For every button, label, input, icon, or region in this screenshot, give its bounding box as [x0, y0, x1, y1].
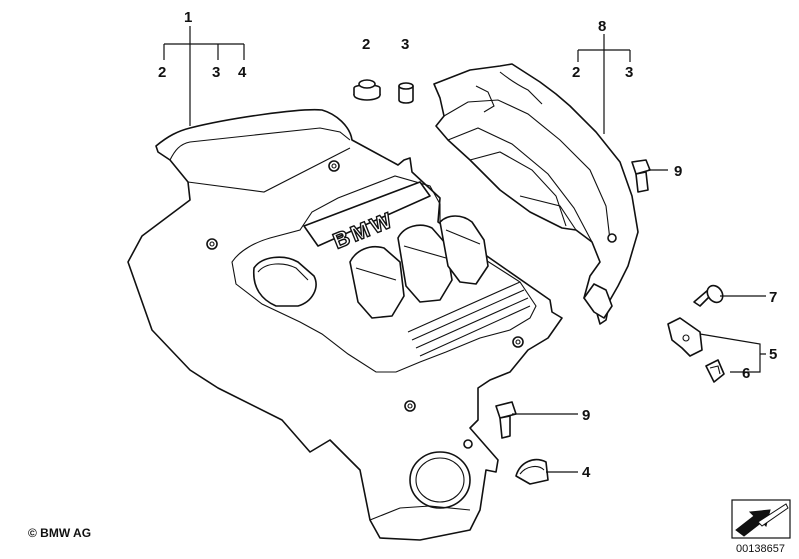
bracket [667, 317, 703, 357]
callout-3: 3 [212, 64, 220, 81]
orientation-arrow-icon [731, 499, 791, 539]
callout-8: 8 [598, 18, 606, 35]
side-cover [433, 63, 639, 325]
bolt-collar [693, 284, 724, 307]
engine-cover: BMW [127, 108, 563, 541]
bolt-lower [495, 401, 517, 439]
callout-labels: 1 2 3 4 2 3 8 2 3 9 7 5 6 9 4 [158, 9, 777, 481]
callout-4: 4 [238, 64, 247, 81]
callout-5: 5 [769, 346, 777, 363]
cover-cap [515, 458, 549, 485]
rubber-grommet [353, 79, 381, 101]
clip-nut [705, 359, 725, 383]
callout-2: 2 [158, 64, 166, 81]
callout-7: 7 [769, 289, 777, 306]
callout-3-sleeve: 3 [401, 36, 409, 53]
callout-6: 6 [742, 365, 750, 382]
callout-9-lower: 9 [582, 407, 590, 424]
leader-lines [163, 26, 766, 473]
callout-3-side: 3 [625, 64, 633, 81]
callout-2-side: 2 [572, 64, 580, 81]
spacer-sleeve [398, 82, 414, 104]
callout-1: 1 [184, 9, 192, 26]
bolt-upper [631, 159, 651, 193]
callout-9-upper: 9 [674, 163, 682, 180]
reference-number: 00138657 [736, 543, 785, 555]
callout-4-cap: 4 [582, 464, 591, 481]
copyright-text: © BMW AG [28, 526, 91, 540]
callout-2-grommet: 2 [362, 36, 370, 53]
